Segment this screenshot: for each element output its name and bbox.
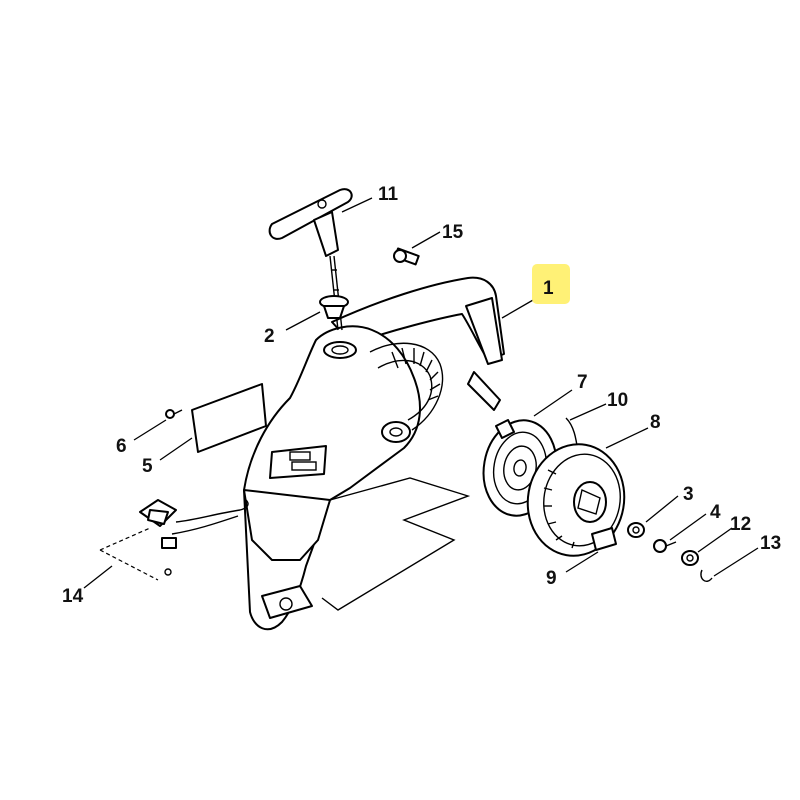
callout-1: 1 <box>543 278 554 299</box>
part-1-fan-housing <box>243 276 505 631</box>
callout-15: 15 <box>442 222 464 243</box>
callout-2: 2 <box>264 326 275 347</box>
callout-3: 3 <box>683 484 694 505</box>
part-3-nut <box>627 522 645 538</box>
part-4-screw <box>653 539 677 553</box>
part-14-switch-assembly <box>99 499 249 581</box>
callout-9: 9 <box>546 568 557 589</box>
part-11-starter-grip <box>268 188 353 331</box>
callout-5: 5 <box>142 456 153 477</box>
callout-12: 12 <box>730 514 751 535</box>
part-6-screw <box>165 409 183 419</box>
part-9-pawl <box>591 527 617 551</box>
part-2-rope-guide-bushing <box>319 295 349 319</box>
part-13-circlip <box>700 569 713 582</box>
part-5-cover-plate <box>191 383 267 453</box>
callout-10: 10 <box>607 390 628 411</box>
callout-6: 6 <box>116 436 127 457</box>
callout-4: 4 <box>710 502 721 523</box>
callout-14: 14 <box>62 586 84 607</box>
callout-8: 8 <box>650 412 661 433</box>
part-12-washer <box>681 550 699 566</box>
callout-11: 11 <box>378 184 399 205</box>
callout-7: 7 <box>577 372 588 393</box>
part-8-rope-rotor <box>526 443 626 557</box>
callout-13: 13 <box>760 533 781 554</box>
part-15-screw <box>393 247 420 266</box>
callout-1-highlight <box>532 264 570 304</box>
leader-lines <box>83 197 759 589</box>
